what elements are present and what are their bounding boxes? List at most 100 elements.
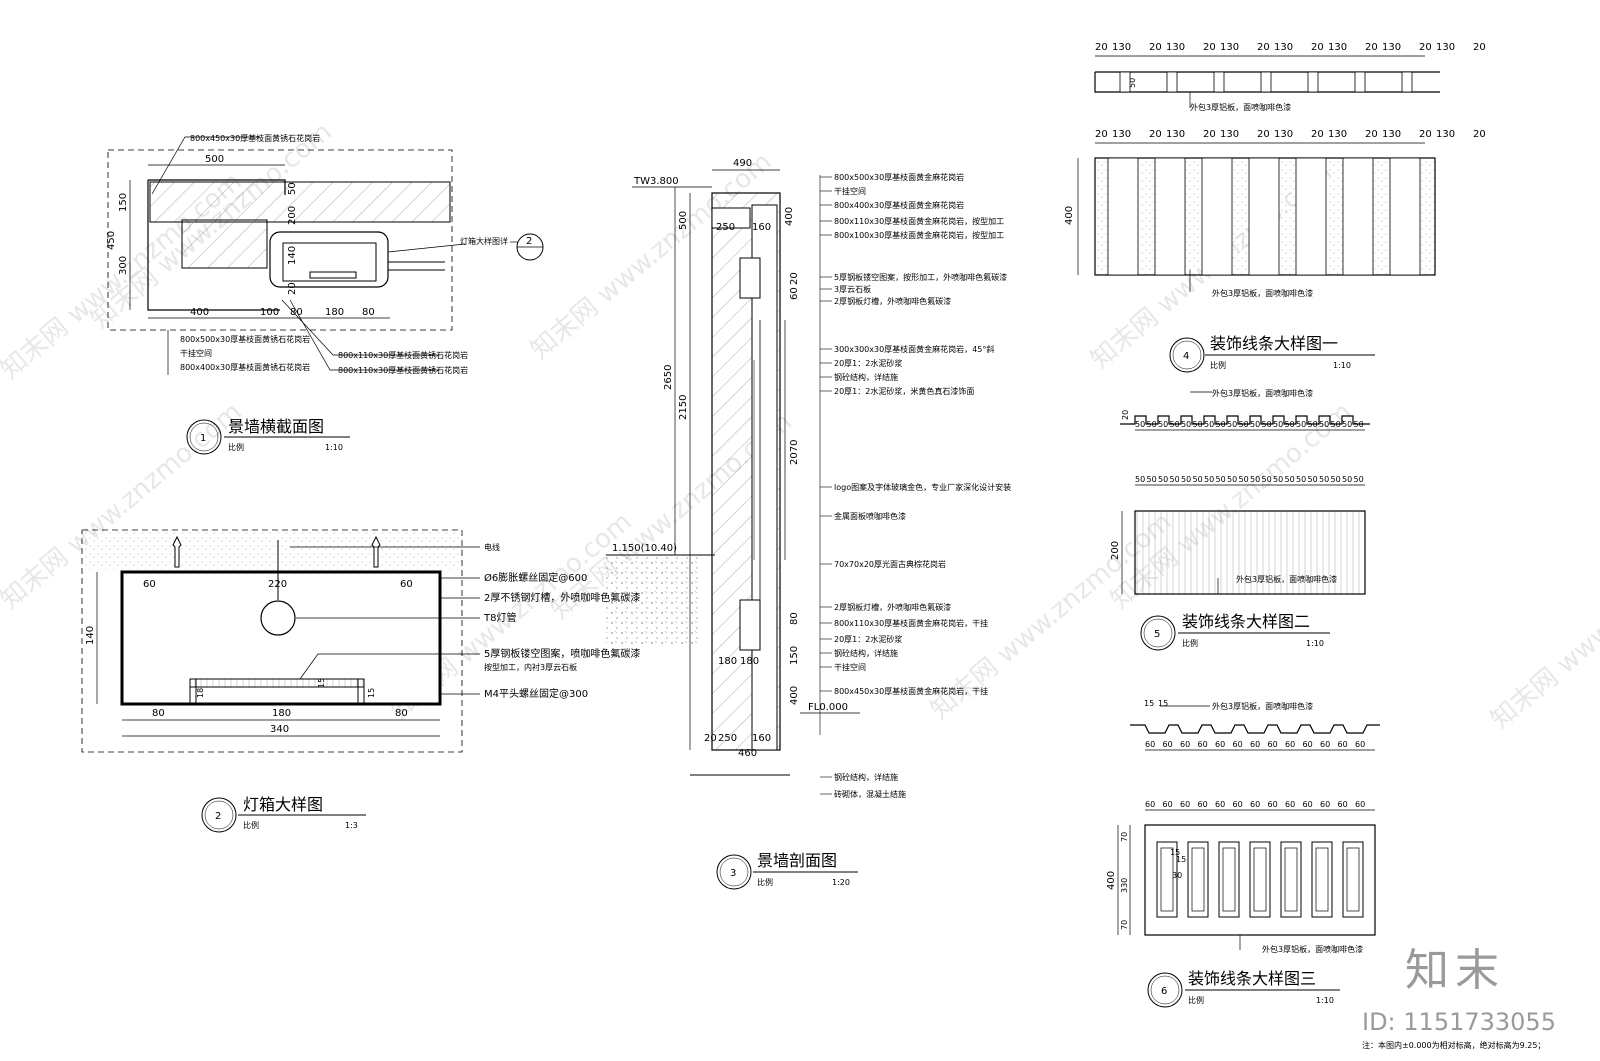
dim-label: 500 bbox=[205, 154, 224, 165]
annotation: 20厚1：2水泥砂浆，米黄色真石漆饰面 bbox=[834, 386, 974, 396]
annotation: 2厚钢板灯槽，外喷咖啡色氟碳漆 bbox=[834, 602, 951, 612]
annotation: 钢砼结构，详结施 bbox=[834, 648, 898, 658]
dim-label: 50 bbox=[1285, 475, 1295, 484]
annotation: 外包3厚铝板，面喷咖啡色漆 bbox=[1212, 288, 1313, 298]
dim-label: 130 bbox=[1220, 129, 1239, 140]
dim-label: 60 bbox=[1250, 800, 1260, 809]
dim-label: 140 bbox=[287, 246, 298, 265]
dim-label: 50 bbox=[1354, 420, 1364, 429]
dim-label: 60 bbox=[143, 579, 156, 590]
dim-label: 400 bbox=[789, 686, 800, 705]
dim-label: 20 bbox=[1311, 129, 1324, 140]
dim-label: 60 bbox=[400, 579, 413, 590]
view-title: 装饰线条大样图一 bbox=[1210, 334, 1338, 353]
dim-label: 60 bbox=[1145, 740, 1155, 749]
view-title-6: 6 装饰线条大样图三 比例 1:10 bbox=[1147, 969, 1340, 1008]
dim-label: 50 bbox=[1331, 475, 1341, 484]
slot-inner bbox=[1253, 847, 1267, 912]
dim-label: 60 bbox=[1303, 740, 1313, 749]
dim-label: 130 bbox=[1274, 42, 1293, 53]
annotation: 800x450x30厚基枝面黄金麻花岗岩，干挂 bbox=[834, 686, 988, 696]
dim-label: 50 bbox=[1239, 420, 1249, 429]
dim-label: 70 bbox=[1120, 832, 1129, 842]
dim-label: 130 bbox=[1382, 42, 1401, 53]
view-title-4: 4 装饰线条大样图一 比例 1:10 bbox=[1169, 334, 1375, 373]
dim-label: 60 bbox=[1163, 740, 1173, 749]
dim-label: 50 bbox=[1262, 475, 1272, 484]
dim-label: 50 bbox=[1193, 420, 1203, 429]
dim-label: 50 bbox=[1319, 420, 1329, 429]
dim-label: 50 bbox=[1227, 475, 1237, 484]
dim-label: 20 bbox=[1419, 42, 1432, 53]
dim-label: 60 bbox=[1198, 800, 1208, 809]
dim-label: 2070 bbox=[789, 440, 800, 465]
watermark: 知末网 www.znzmo.com bbox=[1485, 517, 1600, 736]
annotation: 电线 bbox=[484, 542, 500, 552]
dim-label: 80 bbox=[362, 307, 375, 318]
annotation: 外包3厚铝板，面喷咖啡色漆 bbox=[1212, 388, 1313, 398]
dim-label: 50 bbox=[1128, 78, 1137, 88]
dim-label: 160 bbox=[752, 222, 771, 233]
dim-label: 60 bbox=[1355, 800, 1365, 809]
annotation: 3厚云石板 bbox=[834, 284, 871, 294]
dim-label: 50 bbox=[1273, 475, 1283, 484]
trim-panel bbox=[1342, 157, 1374, 276]
view-title-5: 5 装饰线条大样图二 比例 1:10 bbox=[1140, 612, 1330, 651]
dim-label: 400 bbox=[784, 207, 795, 226]
dim-label: 60 bbox=[1268, 800, 1278, 809]
dim-label: 130 bbox=[1112, 129, 1131, 140]
dim-label: 60 bbox=[1355, 740, 1365, 749]
dim-label: 180 bbox=[272, 708, 291, 719]
annotation: 干挂空间 bbox=[180, 348, 212, 358]
dim-label: 250 bbox=[718, 733, 737, 744]
image-id: ID: 1151733055 bbox=[1362, 1008, 1556, 1036]
dim-label: 20 bbox=[1203, 42, 1216, 53]
scale-label: 比例 bbox=[1210, 360, 1226, 370]
annotation: 800x450x30厚基枝面黄锈石花岗岩 bbox=[190, 133, 320, 143]
view-number: 2 bbox=[215, 811, 221, 822]
dim-label: 50 bbox=[1135, 475, 1145, 484]
annotation: 800x110x30厚基枝面黄金麻花岗岩，干挂 bbox=[834, 618, 988, 628]
dim-label: 50 bbox=[1308, 420, 1318, 429]
dim-label: 50 bbox=[1331, 420, 1341, 429]
scale-value: 1:10 bbox=[1333, 361, 1351, 370]
dim-label: 50 bbox=[1342, 420, 1352, 429]
footnote: 注：本图内±0.000为相对标高，绝对标高为9.25； bbox=[1362, 1040, 1545, 1050]
dim-label: 50 bbox=[1147, 475, 1157, 484]
dim-label: 60 bbox=[1180, 740, 1190, 749]
dim-label: 50 bbox=[1262, 420, 1272, 429]
dim-label: 50 bbox=[1204, 475, 1214, 484]
dim-label: 130 bbox=[1382, 129, 1401, 140]
dim-label: 60 bbox=[1320, 800, 1330, 809]
scale-value: 1:10 bbox=[1306, 639, 1324, 648]
dim-label: 130 bbox=[1436, 129, 1455, 140]
annotation: 800x110x30厚基枝面黄锈石花岗岩 bbox=[338, 365, 468, 375]
view-3-annotations: 800x500x30厚基枝面黄金麻花岗岩干挂空间800x400x30厚基枝面黄金… bbox=[820, 172, 1011, 799]
dim-label: 220 bbox=[268, 579, 287, 590]
annotation: Ø6膨胀螺丝固定@600 bbox=[484, 571, 587, 584]
scale-label: 比例 bbox=[1182, 638, 1198, 648]
dim-label: 50 bbox=[1147, 420, 1157, 429]
dim-label: 50 bbox=[1250, 420, 1260, 429]
annotation: 2厚钢板灯槽，外喷咖啡色氟碳漆 bbox=[834, 296, 951, 306]
dim-label: 50 bbox=[1250, 475, 1260, 484]
elevation-label: TW3.800 bbox=[633, 176, 679, 187]
dim-label: 50 bbox=[1273, 420, 1283, 429]
dim-label: 15 bbox=[367, 688, 376, 698]
dim-label: 60 bbox=[1250, 740, 1260, 749]
dim-label: 50 bbox=[1170, 420, 1180, 429]
view-number: 3 bbox=[730, 868, 736, 879]
dim-label: 50 bbox=[287, 182, 298, 195]
trim-notch bbox=[1260, 71, 1272, 93]
dim-label: 80 bbox=[789, 612, 800, 625]
view-title-3: 3 景墙剖面图 比例 1:20 bbox=[716, 851, 858, 890]
annotation: 800x110x30厚基枝面黄锈石花岗岩 bbox=[338, 350, 468, 360]
trim-panel bbox=[1248, 157, 1280, 276]
dim-label: 20 bbox=[789, 272, 800, 285]
dim-label: 100 bbox=[260, 307, 279, 318]
dim-label: 60 bbox=[1233, 740, 1243, 749]
